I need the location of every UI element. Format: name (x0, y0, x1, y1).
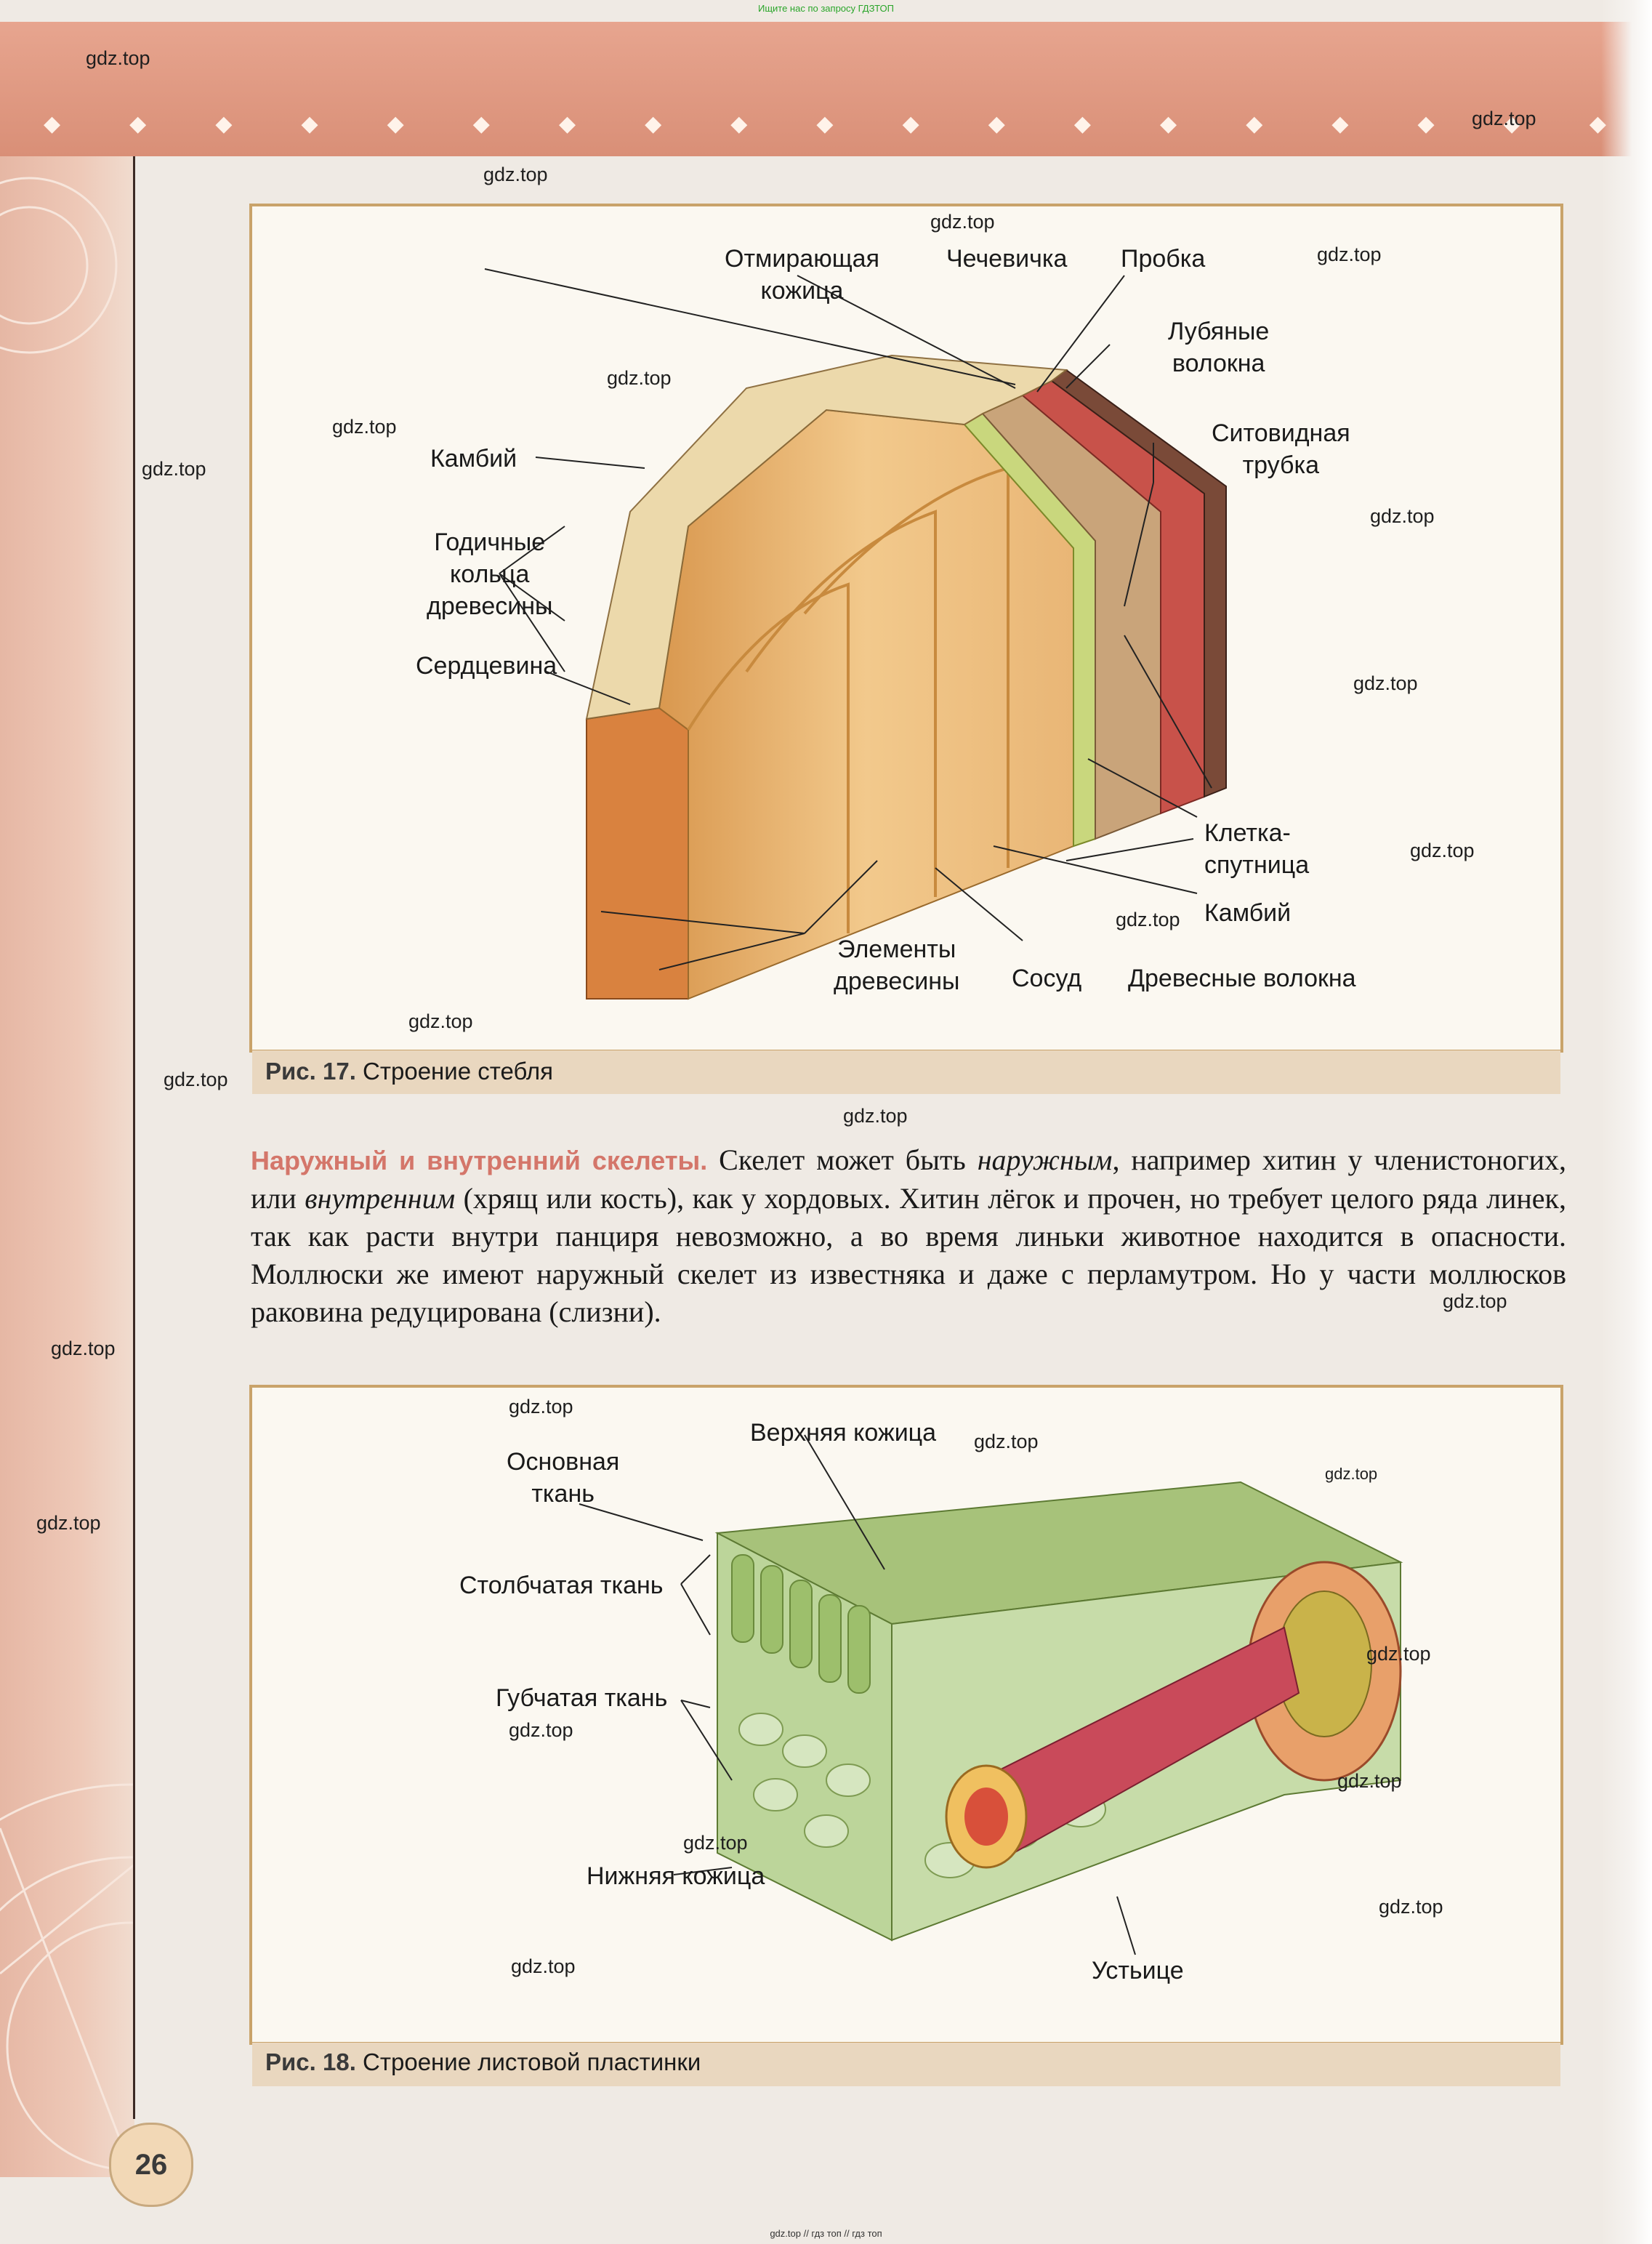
watermark: gdz.top (51, 1338, 116, 1359)
watermark: gdz.top (142, 458, 206, 480)
figure-17-caption-band (252, 1050, 1560, 1094)
watermark: gdz.top (164, 1069, 228, 1090)
fish-icon: ◆ (558, 110, 576, 137)
page-edge-shadow (1601, 0, 1652, 2244)
label-spongy-tissue: Губчатая ткань (496, 1684, 668, 1712)
fish-icon: ◆ (44, 110, 61, 137)
rabbit-icon: ◆ (1503, 110, 1520, 137)
label-annual-rings: Годичные кольца древесины (427, 528, 553, 620)
swan-icon: ◆ (1246, 110, 1263, 137)
paragraph-heading: Наружный и внутренний скелеты. (251, 1146, 708, 1175)
butterfly-icon: ◆ (645, 110, 662, 137)
page-header-banner: ◆◆◆◆◆◆◆◆◆◆◆◆◆◆◆◆◆◆◆ (0, 22, 1652, 156)
watermark: gdz.top (1472, 108, 1536, 129)
animal-icons-strip: ◆◆◆◆◆◆◆◆◆◆◆◆◆◆◆◆◆◆◆ (44, 102, 1606, 145)
top-search-hint: Ищите нас по запросу ГДЗТОП (757, 3, 894, 14)
leaf-blade-illustration (579, 1434, 1403, 1955)
watermark: gdz.top (483, 164, 548, 185)
label-sieve-tube: Ситовидная трубка (1212, 419, 1350, 479)
label-wood-fibers: Древесные волокна (1128, 965, 1356, 992)
label-palisade-tissue: Столбчатая ткань (459, 1572, 664, 1599)
watermark: gdz.top (843, 1105, 908, 1127)
watermark: gdz.top (683, 1832, 748, 1854)
label-wood-elements: Элементы древесины (834, 936, 960, 995)
rabbit-icon: ◆ (472, 110, 490, 137)
insect-icon: ◆ (1331, 110, 1349, 137)
label-upper-skin: Верхняя кожица (750, 1419, 937, 1447)
horse-icon: ◆ (902, 110, 919, 137)
watermark: gdz.top (86, 47, 150, 69)
figure-17-caption: Рис. 17. Строение стебля (265, 1058, 554, 1085)
watermark: gdz.top (1317, 244, 1382, 265)
watermark: gdz.top (1379, 1896, 1443, 1918)
label-stomata: Устьице (1092, 1957, 1184, 1984)
watermark: gdz.top (1353, 672, 1418, 694)
bird-icon: ◆ (988, 110, 1005, 137)
figure-18-leaf-structure: Верхняя кожица Основная ткань Столбчатая… (249, 1385, 1563, 2045)
label-lenticel: Чечевичка (946, 245, 1068, 273)
watermark: gdz.top (509, 1719, 573, 1741)
watermark: gdz.top (511, 1955, 576, 1977)
bison-icon: ◆ (730, 110, 748, 137)
insect-icon: ◆ (301, 110, 318, 137)
label-cambium-right: Камбий (1204, 899, 1292, 927)
scorpion-icon: ◆ (816, 110, 834, 137)
watermark: gdz.top (1337, 1770, 1402, 1792)
label-companion-cell: Клетка- спутница (1204, 819, 1310, 879)
watermark: gdz.top (1116, 909, 1180, 930)
label-dying-skin: Отмирающая кожица (725, 245, 879, 305)
label-lower-skin: Нижняя кожица (587, 1862, 765, 1890)
figure-17-stem-structure: Отмирающая кожица Чечевичка Пробка Лубян… (249, 204, 1563, 1053)
watermark: gdz.top (36, 1512, 101, 1534)
deer-icon: ◆ (1160, 110, 1177, 137)
label-cork: Пробка (1121, 245, 1206, 273)
watermark: gdz.top (509, 1396, 573, 1417)
figure-18-caption: Рис. 18. Строение листовой пластинки (265, 2048, 701, 2075)
figure-18-caption-band (252, 2043, 1560, 2086)
label-cambium-left: Камбий (430, 445, 517, 472)
dolphin-icon: ◆ (1073, 110, 1091, 137)
spiral-ornament-icon (0, 177, 134, 2177)
watermark: gdz.top (974, 1431, 1039, 1452)
bottom-credit: gdz.top // гдз топ // гдз топ (770, 2228, 882, 2239)
boar-icon: ◆ (387, 110, 404, 137)
watermark: gdz.top (1366, 1643, 1431, 1665)
watermark: gdz.top (332, 416, 397, 438)
left-margin-decoration (0, 156, 134, 2177)
label-bast-fibers: Лубяные волокна (1168, 318, 1270, 377)
stem-cross-section-illustration (484, 268, 1227, 1000)
skeleton-paragraph: Наружный и внутренний скелеты. Скелет мо… (251, 1143, 1566, 1328)
watermark: gdz.top (1325, 1465, 1378, 1483)
deer-icon: ◆ (129, 110, 147, 137)
label-vessel: Сосуд (1012, 965, 1082, 992)
watermark: gdz.top (930, 211, 995, 233)
watermark: gdz.top (1443, 1290, 1507, 1312)
boar-icon: ◆ (1417, 110, 1435, 137)
watermark: gdz.top (607, 367, 672, 389)
label-pith: Сердцевина (416, 652, 557, 680)
margin-rule (133, 156, 135, 2119)
watermark: gdz.top (408, 1010, 473, 1032)
page-number: 26 (109, 2123, 193, 2207)
watermark: gdz.top (1410, 840, 1475, 861)
bird-icon: ◆ (215, 110, 233, 137)
watermark: gdz.top (1370, 505, 1435, 527)
label-ground-tissue: Основная ткань (507, 1448, 620, 1508)
